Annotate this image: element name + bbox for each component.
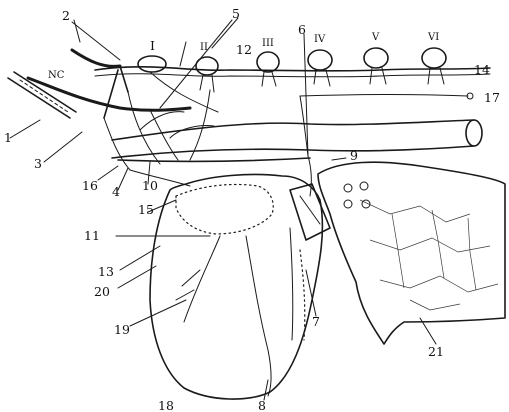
label-4: 4 [112,184,120,199]
label-18: 18 [158,398,174,412]
leader-lines [10,18,436,400]
vagus-nerve [8,50,190,118]
label-13: 13 [98,264,114,279]
label-5: 5 [232,6,240,21]
ganglion-4 [308,50,332,70]
label-7: 7 [312,314,320,329]
label-6: 6 [298,22,306,37]
roman-III: III [262,38,274,49]
roman-VI: VI [427,32,439,43]
ganglion-5 [364,48,388,68]
label-20: 20 [94,284,110,299]
label-12: 12 [236,42,252,57]
roman-II: II [200,42,208,53]
label-11: 11 [84,228,100,243]
label-17: 17 [484,90,500,105]
nerve-17 [300,95,468,97]
roman-IV: IV [314,34,326,45]
label-9: 9 [350,148,358,163]
lung [318,162,505,344]
roman-I: I [150,38,155,53]
label-15: 15 [138,202,154,217]
ganglion-6 [422,48,446,68]
cardiac-nerves [104,72,311,196]
abbrev-nc: NC [48,70,65,81]
sympathetic-trunk [95,48,490,92]
ganglion-1 [138,56,166,72]
label-14: 14 [474,62,490,77]
figure-labels: 2 5 6 12 14 17 1 3 16 4 10 9 15 11 13 20… [4,6,500,412]
heart [150,174,330,399]
aorta-end [466,120,482,146]
label-1: 1 [4,130,12,145]
label-16: 16 [82,178,98,193]
roman-V: V [371,32,380,43]
label-19: 19 [114,322,130,337]
ganglion-3 [257,52,279,72]
label-8: 8 [258,398,266,412]
label-10: 10 [142,178,158,193]
label-2: 2 [62,8,70,23]
aorta [112,112,482,158]
label-21: 21 [428,344,444,359]
label-3: 3 [34,156,42,171]
